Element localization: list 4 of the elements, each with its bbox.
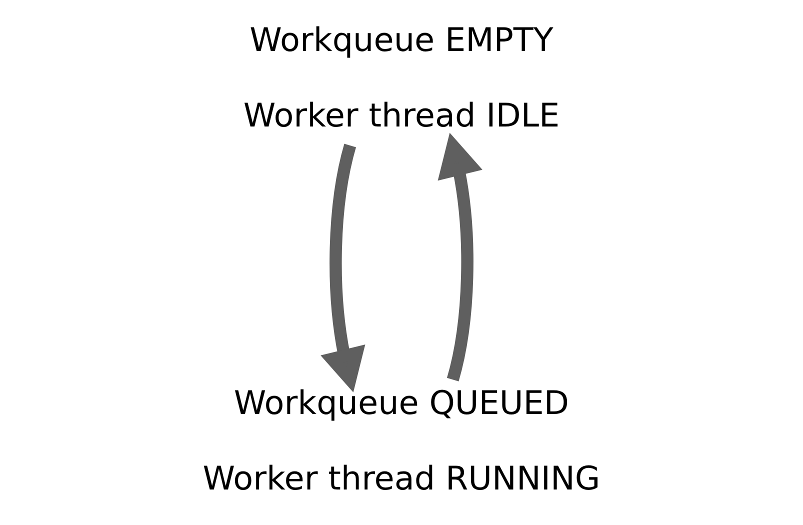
arrow — [438, 132, 482, 382]
node-text: Workqueue EMPTY Worker thread IDLE — [243, 20, 560, 134]
arrow — [320, 144, 366, 392]
node-text: Workqueue QUEUED Worker thread RUNNING — [202, 384, 600, 498]
